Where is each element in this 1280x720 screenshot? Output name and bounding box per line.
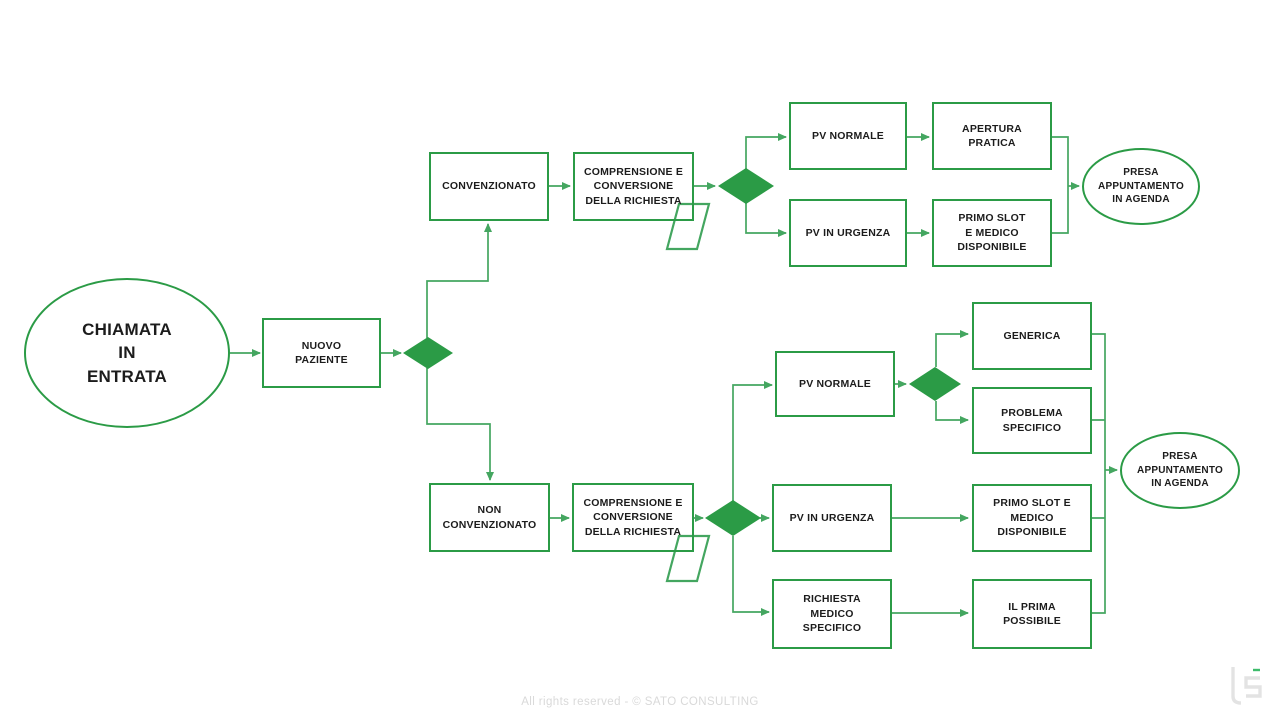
document-parallelogram-top xyxy=(665,202,711,251)
node-problema-specifico: PROBLEMA SPECIFICO xyxy=(972,387,1092,454)
node-label: CONVENZIONATO xyxy=(442,180,536,193)
node-label: PV NORMALE xyxy=(798,377,871,390)
decision-diamond-non-convenzionato xyxy=(705,500,761,536)
connector-diamond3-richiesta xyxy=(732,536,770,616)
connector-diamond4-problema xyxy=(935,401,969,424)
sato-logo xyxy=(1231,667,1262,705)
node-label: PV NORMALE xyxy=(811,129,884,142)
node-label: NON CONVENZIONATO xyxy=(442,504,537,531)
connector-diamond1-nonconvenzionato xyxy=(426,368,494,481)
node-label: COMPRENSIONE E CONVERSIONE DELLA RICHIES… xyxy=(583,165,684,207)
node-pv-normale-bottom: PV NORMALE xyxy=(775,351,895,417)
node-richiesta-medico-specifico: RICHIESTA MEDICO SPECIFICO xyxy=(772,579,892,649)
decision-diamond-convenzionato xyxy=(718,168,774,204)
node-convenzionato: CONVENZIONATO xyxy=(429,152,549,221)
decision-diamond-pv-normale xyxy=(909,367,961,401)
connector-diamond2-pvnormale xyxy=(745,133,787,169)
node-presa-appuntamento-bottom: PRESA APPUNTAMENTO IN AGENDA xyxy=(1120,432,1240,509)
node-presa-appuntamento-top: PRESA APPUNTAMENTO IN AGENDA xyxy=(1082,148,1200,225)
node-primo-slot-medico-bottom: PRIMO SLOT E MEDICO DISPONIBILE xyxy=(972,484,1092,552)
node-pv-normale-top: PV NORMALE xyxy=(789,102,907,170)
decision-diamond-nuovo-paziente xyxy=(403,337,453,369)
connector-diamond3-pvnormale xyxy=(732,381,773,501)
node-pv-in-urgenza-top: PV IN URGENZA xyxy=(789,199,907,267)
node-nuovo-paziente: NUOVO PAZIENTE xyxy=(262,318,381,388)
connector-merge-bottom-trunk xyxy=(1092,333,1106,614)
node-label: APERTURA PRATICA xyxy=(962,122,1022,149)
node-apertura-pratica: APERTURA PRATICA xyxy=(932,102,1052,170)
node-label: PV IN URGENZA xyxy=(789,511,875,524)
node-non-convenzionato: NON CONVENZIONATO xyxy=(429,483,550,552)
node-generica: GENERICA xyxy=(972,302,1092,370)
node-label: COMPRENSIONE E CONVERSIONE DELLA RICHIES… xyxy=(583,496,683,538)
node-label: IL PRIMA POSSIBILE xyxy=(1003,600,1061,627)
node-label: PRIMO SLOT E MEDICO DISPONIBILE xyxy=(993,497,1071,539)
node-label: PRESA APPUNTAMENTO IN AGENDA xyxy=(1098,166,1184,206)
node-label: RICHIESTA MEDICO SPECIFICO xyxy=(802,593,862,635)
node-label: PROBLEMA SPECIFICO xyxy=(1001,407,1063,434)
copyright-footer: All rights reserved - © SATO CONSULTING xyxy=(521,696,759,708)
node-label: CHIAMATA IN ENTRATA xyxy=(82,319,172,386)
connector-diamond2-pvurgenza xyxy=(745,203,787,237)
logo-letter-t xyxy=(1231,667,1242,705)
node-il-prima-possibile: IL PRIMA POSSIBILE xyxy=(972,579,1092,649)
node-label: GENERICA xyxy=(1003,329,1061,342)
node-label: NUOVO PAZIENTE xyxy=(295,339,348,366)
document-parallelogram-bottom xyxy=(665,534,711,583)
node-pv-in-urgenza-bottom: PV IN URGENZA xyxy=(772,484,892,552)
connector-diamond1-convenzionato xyxy=(426,223,492,338)
node-label: PRESA APPUNTAMENTO IN AGENDA xyxy=(1137,450,1223,490)
node-comprensione-conversione-bottom: COMPRENSIONE E CONVERSIONE DELLA RICHIES… xyxy=(572,483,694,552)
node-label: PV IN URGENZA xyxy=(805,226,891,239)
node-primo-slot-medico-top: PRIMO SLOT E MEDICO DISPONIBILE xyxy=(932,199,1052,267)
node-chiamata-in-entrata: CHIAMATA IN ENTRATA xyxy=(24,278,230,428)
node-comprensione-conversione-top: COMPRENSIONE E CONVERSIONE DELLA RICHIES… xyxy=(573,152,694,221)
connector-merge-top-a xyxy=(1052,136,1069,234)
node-label: PRIMO SLOT E MEDICO DISPONIBILE xyxy=(957,212,1027,254)
logo-letter-s xyxy=(1244,676,1262,698)
connector-diamond4-generica xyxy=(935,330,969,367)
